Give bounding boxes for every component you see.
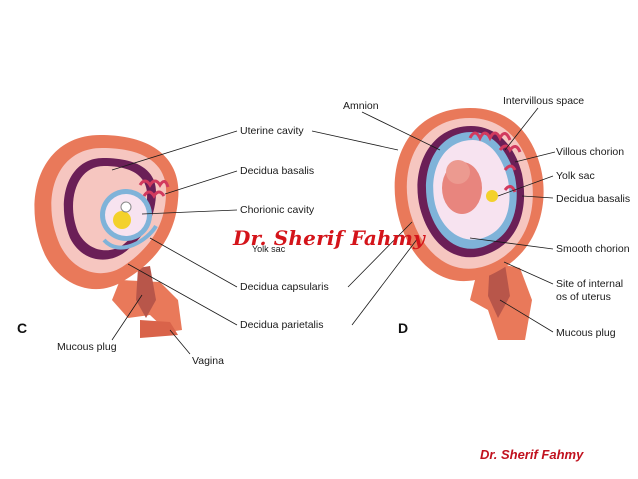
leader-smooth-chorion (469, 237, 554, 250)
leader-yolk-sac-d (497, 175, 554, 197)
label-yolk-sac-c: Yolk sac (252, 244, 286, 254)
leader-decidua-basalis-d (521, 195, 554, 199)
label-decidua-basalis-d: Decidua basalis (556, 193, 631, 205)
label-mucous-plug-d: Mucous plug (556, 327, 616, 339)
leader-chorionic-cavity (141, 209, 238, 215)
label-villous-chorion: Villous chorion (556, 146, 625, 158)
uterus-c-illustration (34, 135, 182, 338)
watermark-text: Dr. Sherif Fahmy (233, 226, 425, 250)
leader-decidua-capsularis-d (347, 221, 413, 288)
leader-lines (111, 107, 556, 355)
label-decidua-parietalis: Decidua parietalis (240, 319, 324, 331)
leader-internal-os (503, 261, 554, 285)
label-decidua-capsularis: Decidua capsularis (240, 281, 329, 293)
leader-decidua-capsularis (149, 237, 238, 288)
leader-mucous-plug-c (111, 294, 143, 341)
label-smooth-chorion: Smooth chorion (556, 243, 630, 255)
mucous-plug-c (136, 266, 156, 318)
label-mucous-plug-c: Mucous plug (57, 341, 117, 353)
leader-decidua-basalis-c (164, 170, 238, 195)
uterus-d-illustration (394, 108, 544, 340)
leader-villous-chorion (514, 151, 556, 163)
leader-intervillous (504, 107, 539, 151)
label-intervillous-space: Intervillous space (503, 95, 585, 107)
label-internal-os-line2: os of uterus (556, 291, 611, 303)
leader-decidua-parietalis-d (351, 237, 419, 326)
leader-uterine-cavity-d (311, 130, 399, 151)
leader-vagina (169, 329, 191, 355)
label-uterine-cavity: Uterine cavity (240, 125, 304, 137)
panel-label-c: C (17, 320, 28, 336)
leader-uterine-cavity (111, 130, 238, 171)
label-chorionic-cavity: Chorionic cavity (240, 204, 315, 216)
label-vagina: Vagina (192, 355, 224, 367)
credit-text: Dr. Sherif Fahmy (480, 447, 584, 462)
label-amnion: Amnion (343, 100, 379, 112)
leader-mucous-plug-d (499, 299, 554, 333)
label-decidua-basalis-c: Decidua basalis (240, 165, 315, 177)
leader-decidua-parietalis (127, 263, 238, 326)
label-internal-os-line1: Site of internal (556, 278, 624, 290)
panel-label-d: D (398, 320, 409, 336)
label-yolk-sac-d: Yolk sac (556, 170, 595, 182)
leader-amnion (361, 111, 441, 151)
